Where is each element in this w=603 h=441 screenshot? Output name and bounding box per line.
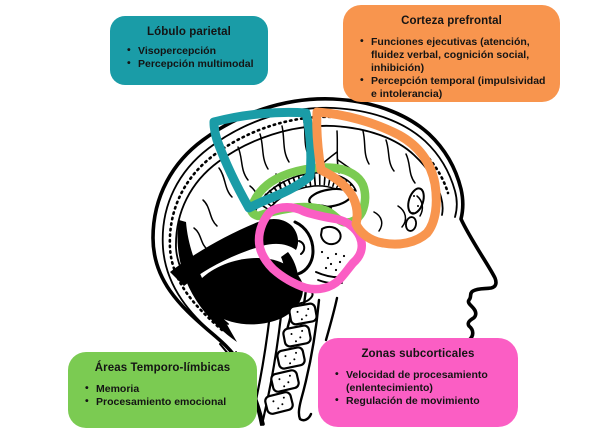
callout-subcortical-list: Velocidad de procesamiento (enlentecimie…: [330, 368, 506, 408]
bullet-item: Velocidad de procesamiento (enlentecimie…: [335, 368, 506, 395]
corpus-callosum: [257, 171, 358, 212]
bullet-item: Visopercepción: [127, 44, 256, 58]
callout-prefrontal-title: Corteza prefrontal: [401, 15, 502, 27]
prefrontal-region-outline: [312, 107, 441, 249]
callout-subcortical-title: Zonas subcorticales: [361, 348, 475, 360]
frontal-sinus: [407, 187, 425, 215]
callout-parietal-title: Lóbulo parietal: [147, 26, 231, 38]
neck-spine: [250, 289, 339, 422]
callout-temporolimbic: Áreas Temporo-límbicas Memoria Procesami…: [68, 352, 257, 428]
callout-temporolimbic-title: Áreas Temporo-límbicas: [94, 362, 231, 374]
callout-prefrontal: Corteza prefrontal Funciones ejecutivas …: [343, 5, 560, 102]
bullet-item: Procesamiento emocional: [85, 395, 245, 409]
cortex-sulci: [193, 121, 424, 251]
callout-temporolimbic-list: Memoria Procesamiento emocional: [80, 382, 245, 409]
callout-parietal: Lóbulo parietal Visopercepción Percepció…: [110, 16, 268, 85]
parietal-region-outline: [209, 107, 316, 213]
vertebrae: [264, 302, 318, 415]
bullet-item: Regulación de movimiento: [335, 394, 506, 408]
callout-parietal-list: Visopercepción Percepción multimodal: [122, 44, 256, 71]
callout-subcortical: Zonas subcorticales Velocidad de procesa…: [318, 338, 518, 427]
bullet-item: Memoria: [85, 382, 245, 396]
bullet-item: Percepción temporal (impulsividad e into…: [360, 74, 548, 101]
callout-prefrontal-list: Funciones ejecutivas (atención, fluidez …: [355, 35, 548, 101]
cerebellum-arbor-vitae: [226, 261, 268, 311]
subcortical-region-outline: [254, 203, 366, 294]
bullet-item: Funciones ejecutivas (atención, fluidez …: [360, 35, 548, 75]
bullet-item: Percepción multimodal: [127, 57, 256, 71]
